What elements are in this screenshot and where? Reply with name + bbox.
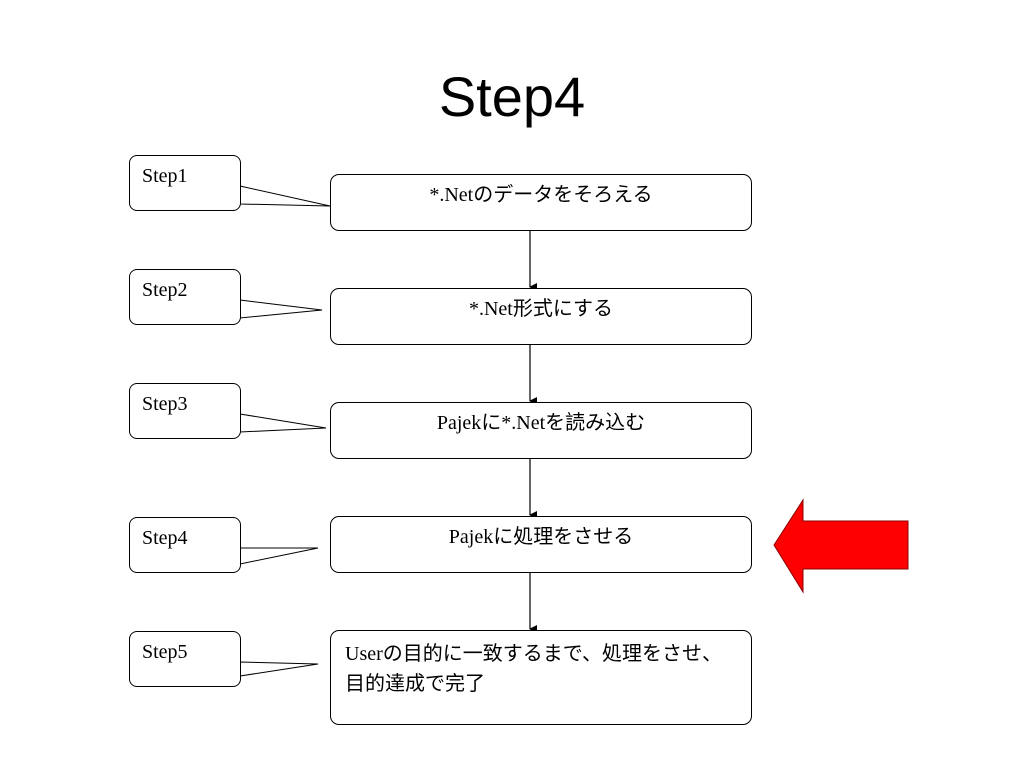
callout-step2: Step2 <box>129 269 241 325</box>
callout-pointer-step5 <box>239 661 319 677</box>
process-box-step2: *.Net形式にする <box>330 288 752 345</box>
callout-step1: Step1 <box>129 155 241 211</box>
process-text: Pajekに*.Netを読み込む <box>436 412 646 434</box>
callout-label: Step5 <box>142 641 188 663</box>
process-box-step4: Pajekに処理をさせる <box>330 516 752 573</box>
process-box-step1: *.Netのデータをそろえる <box>330 174 752 231</box>
callout-label: Step2 <box>142 279 188 301</box>
process-text: *.Net形式にする <box>468 298 614 320</box>
current-step-highlight-arrow <box>773 498 909 594</box>
callout-step4: Step4 <box>129 517 241 573</box>
callout-label: Step3 <box>142 393 188 415</box>
callout-step3: Step3 <box>129 383 241 439</box>
callout-pointer-step3 <box>239 413 327 433</box>
callout-pointer-step4 <box>239 547 319 565</box>
slide-title: Step4 <box>438 65 586 128</box>
process-box-step3: Pajekに*.Netを読み込む <box>330 402 752 459</box>
callout-pointer-step1 <box>239 185 331 207</box>
process-text: Userの目的に一致するまで、処理をさせ、目的達成で完了 <box>345 643 722 695</box>
callout-label: Step4 <box>142 527 188 549</box>
callout-label: Step1 <box>142 165 188 187</box>
process-box-step5: Userの目的に一致するまで、処理をさせ、目的達成で完了 <box>330 630 752 725</box>
callout-pointer-step2 <box>239 299 323 319</box>
process-text: Pajekに処理をさせる <box>448 526 634 548</box>
callout-step5: Step5 <box>129 631 241 687</box>
process-text: *.Netのデータをそろえる <box>429 184 653 206</box>
